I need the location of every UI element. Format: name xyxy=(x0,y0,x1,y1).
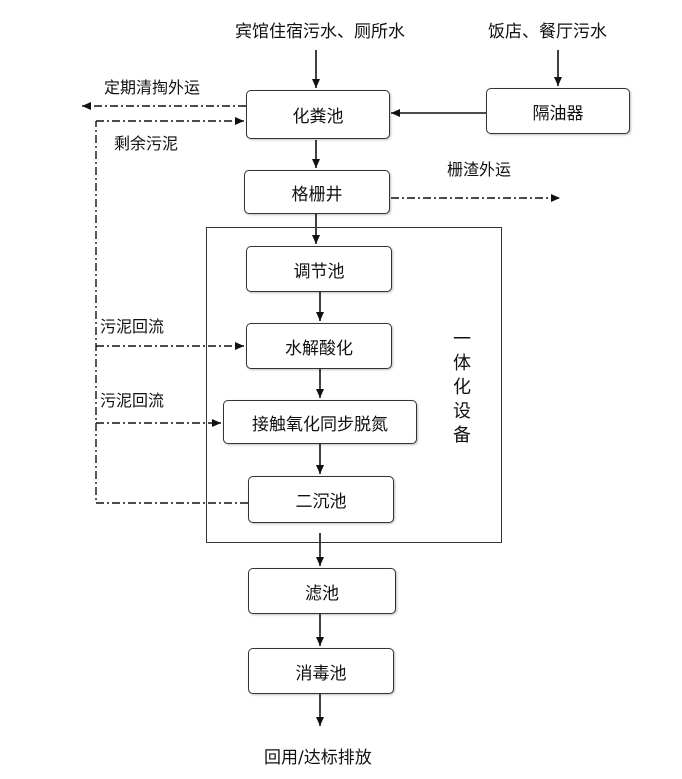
regulating-tank-box: 调节池 xyxy=(246,246,392,292)
integrated-equipment-char: 化 xyxy=(453,377,471,398)
integrated-equipment-char: 一 xyxy=(453,329,471,350)
excess-sludge-label: 剩余污泥 xyxy=(114,134,179,153)
disinfection-tank-box: 消毒池 xyxy=(248,648,394,694)
grille-well-box: 格栅井 xyxy=(244,170,390,214)
sludge-return-label-1: 污泥回流 xyxy=(100,317,165,336)
hydrolysis-box: 水解酸化 xyxy=(246,323,392,369)
source-restaurant-label: 饭店、餐厅污水 xyxy=(488,22,607,42)
final-output-label: 回用/达标排放 xyxy=(264,748,372,768)
secondary-clarifier-box: 二沉池 xyxy=(248,476,394,523)
periodic-removal-label: 定期清掏外运 xyxy=(104,78,201,97)
filter-tank-box: 滤池 xyxy=(248,568,396,614)
grease-trap-box: 隔油器 xyxy=(486,88,630,134)
integrated-equipment-char: 备 xyxy=(453,425,471,446)
septic-tank-box: 化粪池 xyxy=(246,90,390,139)
integrated-equipment-char: 体 xyxy=(453,353,471,374)
source-hotel-label: 宾馆住宿污水、厕所水 xyxy=(235,22,405,42)
line-sludge-return-main xyxy=(95,121,248,504)
screenings-out-label: 栅渣外运 xyxy=(447,160,512,179)
integrated-equipment-label: 一 体 化 设 备 xyxy=(450,328,474,448)
integrated-equipment-char: 设 xyxy=(453,401,471,422)
integrated-equipment-frame xyxy=(206,227,502,543)
sludge-return-label-2: 污泥回流 xyxy=(100,391,165,410)
contact-oxidation-box: 接触氧化同步脱氮 xyxy=(223,400,417,444)
